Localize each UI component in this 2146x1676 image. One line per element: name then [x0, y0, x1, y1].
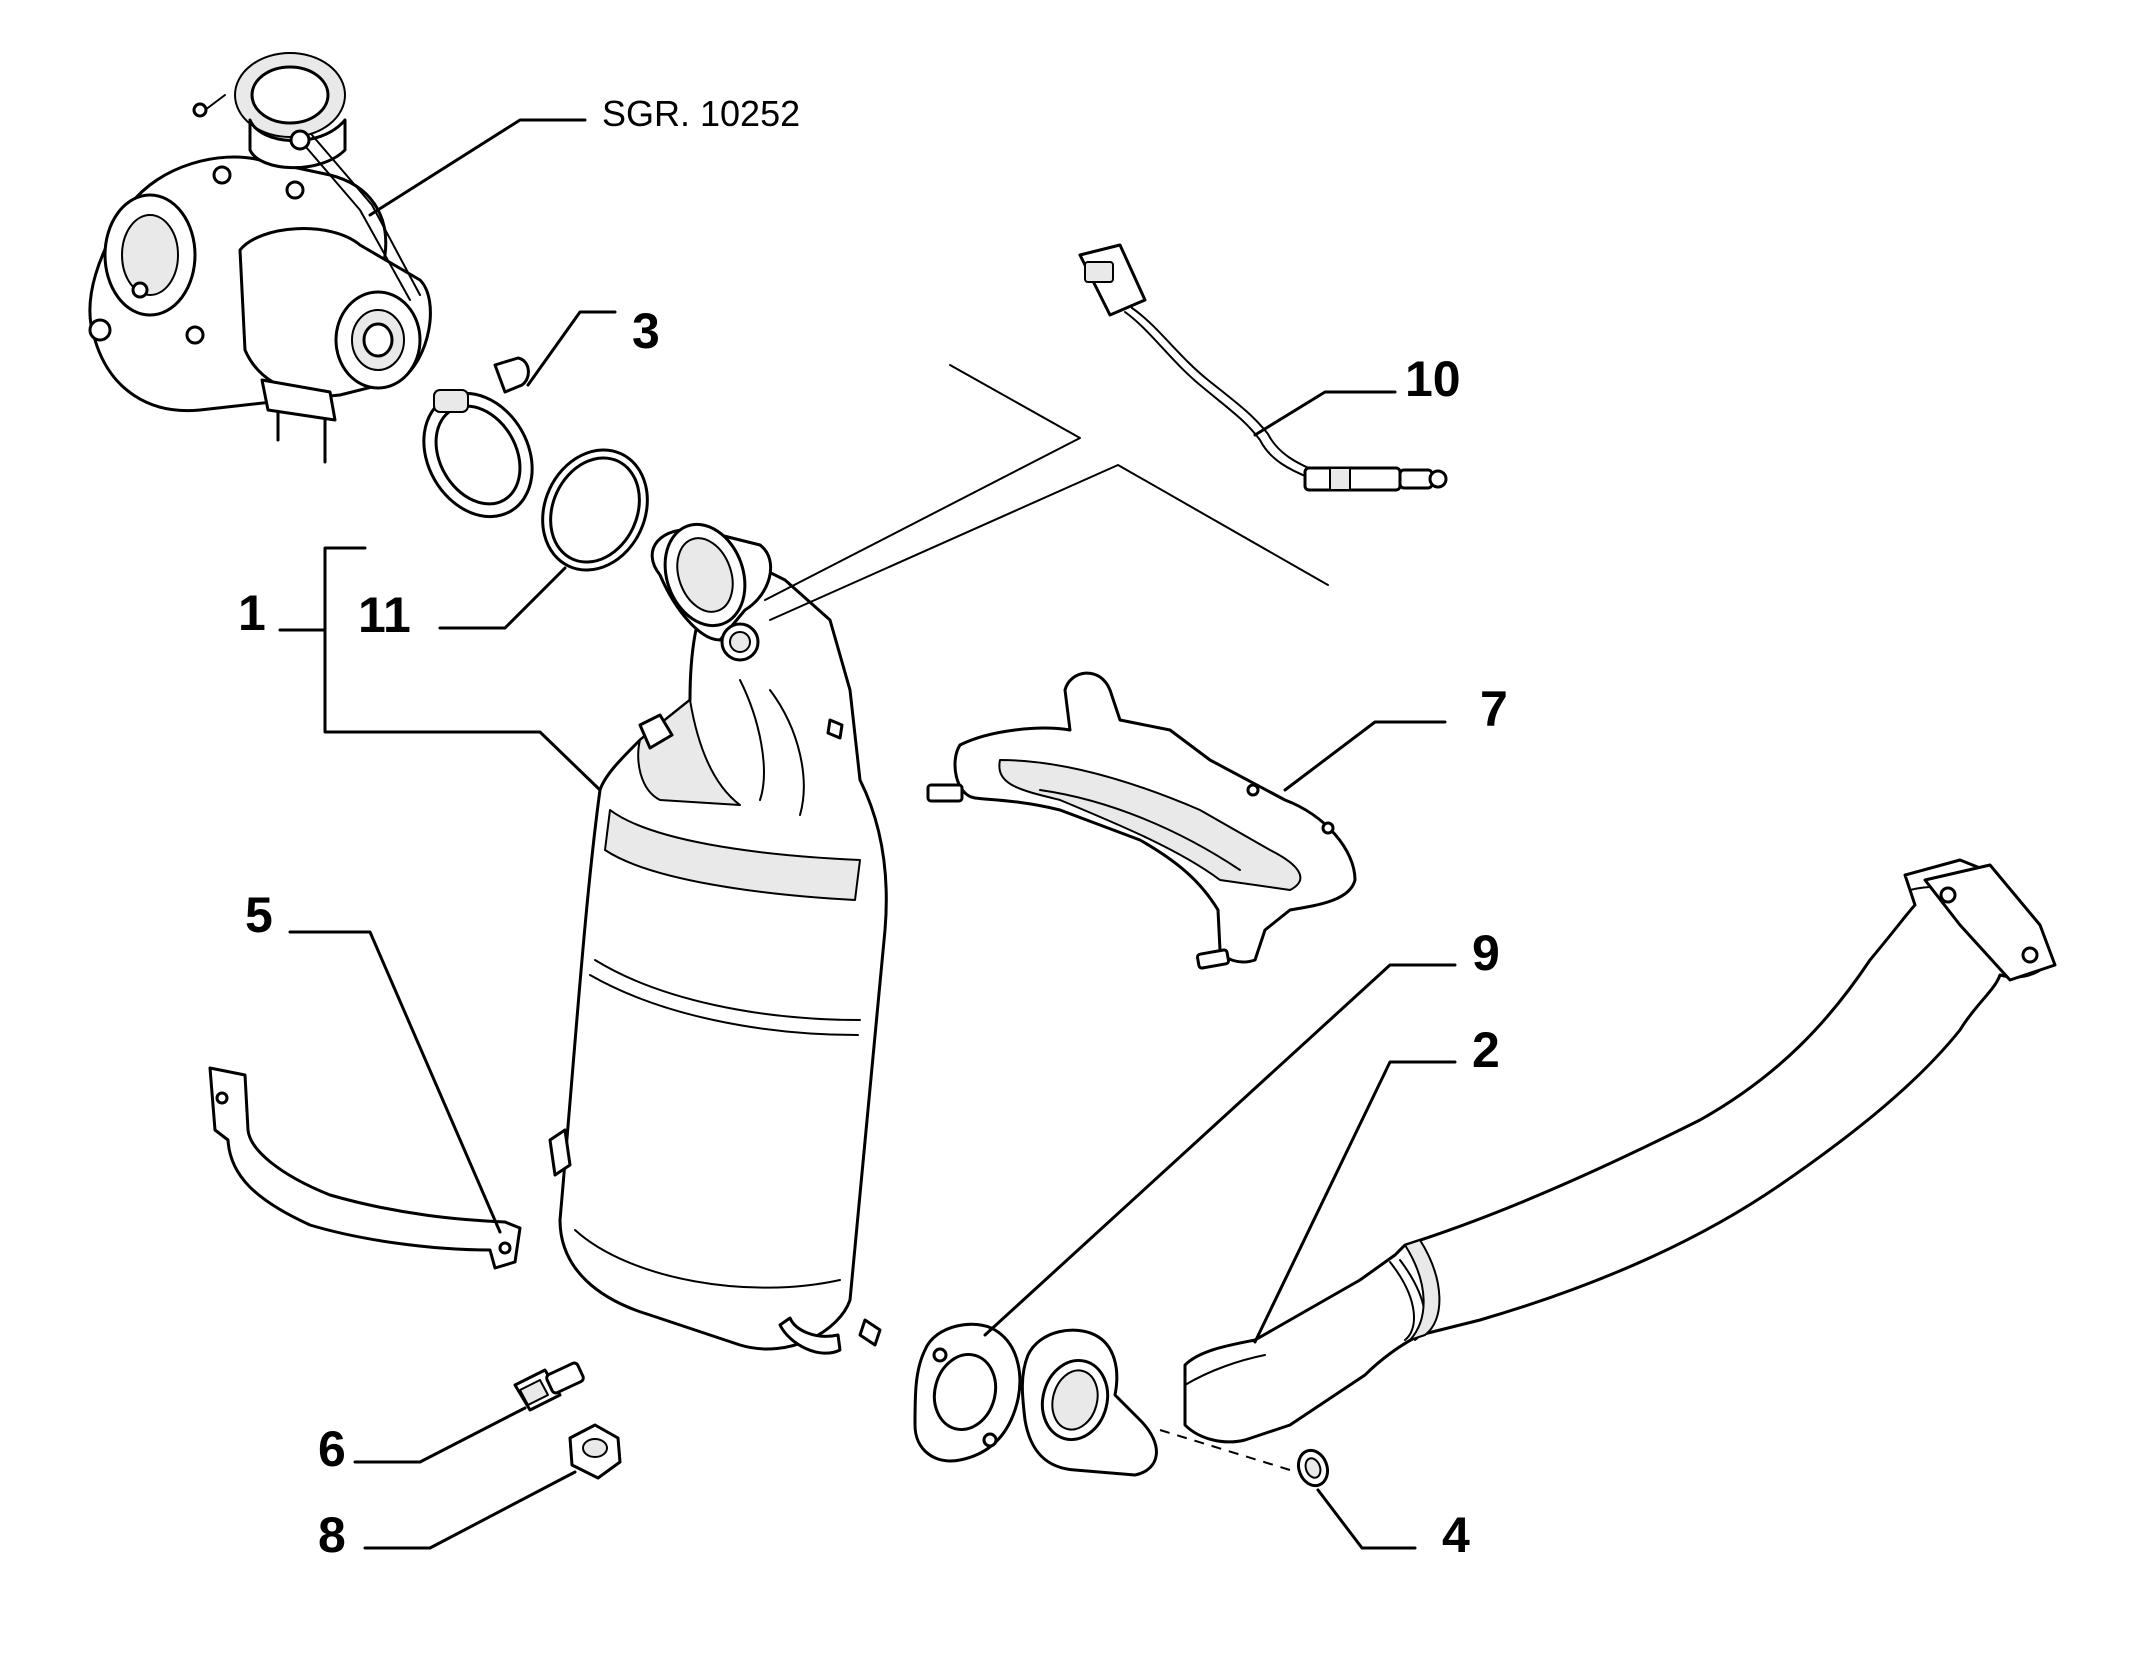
turbocharger-drawing — [88, 52, 432, 464]
flange-gasket-drawing — [913, 1322, 1022, 1463]
callout-leader-5 — [288, 930, 502, 1234]
self-locking-nut-drawing — [1296, 1448, 1330, 1488]
callout-3: 3 — [632, 303, 660, 359]
callout-leader-9 — [983, 963, 1457, 1337]
sensor-reference-line-b — [769, 464, 1329, 621]
callout-11: 11 — [358, 587, 411, 643]
callout-leader-7 — [1283, 720, 1447, 792]
catalytic-converter-drawing — [548, 522, 888, 1355]
callout-4: 4 — [1442, 1507, 1470, 1563]
support-strap-drawing — [208, 1066, 522, 1270]
callout-leader-4 — [1316, 1488, 1417, 1550]
callout-1: 1 — [238, 585, 266, 641]
heat-shield-bracket-drawing — [926, 671, 1357, 970]
callout-8: 8 — [318, 1507, 346, 1563]
stud-alignment-dash — [1159, 1429, 1291, 1471]
callout-9: 9 — [1472, 925, 1500, 981]
callout-leader-8 — [363, 1470, 577, 1550]
callout-6: 6 — [318, 1421, 346, 1477]
sensor-reference-line-a — [764, 364, 1081, 601]
callout-leader-3 — [526, 310, 617, 387]
callout-leader-2 — [1253, 1060, 1457, 1344]
gasket-ring-drawing — [541, 448, 649, 572]
clamp-drawing — [422, 356, 534, 519]
callout-10: 10 — [1405, 351, 1461, 407]
callout-7: 7 — [1480, 681, 1508, 737]
oxygen-sensor-drawing — [1078, 243, 1448, 492]
reference-leader — [368, 118, 587, 217]
callout-5: 5 — [245, 887, 273, 943]
callout-2: 2 — [1472, 1022, 1500, 1078]
callout-leader-10 — [1253, 390, 1397, 437]
callout-leader-11 — [438, 566, 567, 630]
nut-drawing — [568, 1423, 622, 1480]
front-exhaust-pipe-drawing — [1020, 858, 2057, 1477]
reference-label: SGR. 10252 — [602, 93, 800, 134]
bolt-drawing — [513, 1361, 585, 1412]
callout-leader-6 — [353, 1406, 527, 1464]
callout-bracket-1 — [323, 546, 602, 792]
